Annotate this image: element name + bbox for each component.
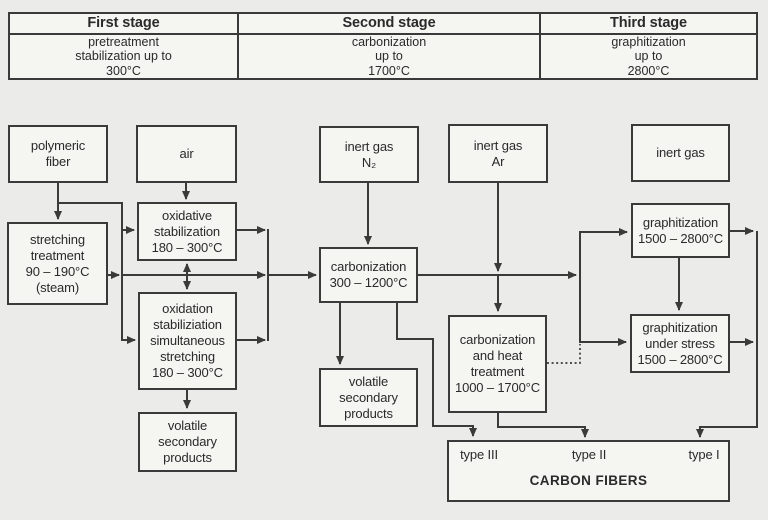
box-carbonization-heat-treatment-label: carbonization and heat treatment 1000 – …: [455, 332, 540, 395]
stage-header-second: Second stage: [239, 14, 539, 35]
box-polymeric-fiber: polymeric fiber: [8, 125, 108, 183]
type-ii-label: type II: [571, 447, 607, 462]
box-stretching-treatment: stretching treatment 90 – 190°C (steam): [7, 222, 108, 305]
stage-detail-third: graphitization up to 2800°C: [611, 34, 686, 78]
box-carbonization-label: carbonization 300 – 1200°C: [329, 259, 408, 290]
stage-detail-second: carbonization up to 1700°C: [351, 34, 427, 78]
stage-detail-first: pretreatment stabilization up to 300°C: [75, 34, 172, 78]
dotted-carbheat-to-under-stress: [547, 344, 581, 364]
box-graphitization: graphitization 1500 – 2800°C: [631, 203, 730, 258]
box-inert-gas-ar-label: inert gas Ar: [473, 137, 523, 169]
stage-column-first: First stage pretreatment stabilization u…: [10, 14, 237, 78]
box-carbonization: carbonization 300 – 1200°C: [319, 247, 418, 303]
box-graphitization-label: graphitization 1500 – 2800°C: [638, 214, 723, 246]
box-graphitization-under-stress-label: graphitization under stress 1500 – 2800°…: [637, 319, 723, 367]
box-oxidative-stabilization: oxidative stabilization 180 – 300°C: [137, 202, 237, 261]
box-inert-gas-ar: inert gas Ar: [448, 124, 548, 183]
box-inert-gas-label: inert gas: [656, 145, 705, 160]
box-volatile-secondary-products-left: volatile secondary products: [138, 412, 237, 472]
arrow-carbheat-to-type2: [497, 413, 589, 438]
type-iii-label: type III: [460, 447, 498, 462]
box-oxidation-stabilization-stretching-label: oxidation stabiliziation simultaneous st…: [150, 301, 225, 380]
box-inert-gas: inert gas: [631, 124, 730, 182]
stage-header-third: Third stage: [541, 14, 756, 35]
arrow-carbonization-to-type3: [396, 303, 477, 437]
stage-table: First stage pretreatment stabilization u…: [8, 12, 758, 80]
box-oxidative-stabilization-label: oxidative stabilization 180 – 300°C: [151, 207, 223, 255]
type-i-label: type I: [688, 447, 720, 462]
box-oxidation-stabilization-stretching: oxidation stabiliziation simultaneous st…: [138, 292, 237, 390]
box-carbon-fibers: type III type II type I CARBON FIBERS: [447, 440, 730, 502]
arrow-to-type1: [696, 231, 758, 438]
stage-column-third: Third stage graphitization up to 2800°C: [541, 14, 756, 78]
box-volatile-secondary-products-middle: volatile secondary products: [319, 368, 418, 427]
box-air: air: [136, 125, 237, 183]
box-volatile-secondary-products-middle-label: volatile secondary products: [339, 373, 398, 421]
box-inert-gas-n2-label: inert gas N₂: [344, 138, 394, 170]
box-inert-gas-n2: inert gas N₂: [319, 126, 419, 183]
box-air-label: air: [179, 146, 194, 161]
box-graphitization-under-stress: graphitization under stress 1500 – 2800°…: [630, 314, 730, 373]
box-polymeric-fiber-label: polymeric fiber: [30, 138, 86, 169]
box-volatile-secondary-products-left-label: volatile secondary products: [158, 418, 217, 465]
stage-header-first: First stage: [10, 14, 237, 35]
box-carbonization-heat-treatment: carbonization and heat treatment 1000 – …: [448, 315, 547, 413]
line-polymeric-branch: [58, 202, 123, 341]
carbon-fibers-title: CARBON FIBERS: [529, 473, 648, 488]
box-stretching-treatment-label: stretching treatment 90 – 190°C (steam): [25, 231, 90, 295]
stage-column-second: Second stage carbonization up to 1700°C: [237, 14, 541, 78]
